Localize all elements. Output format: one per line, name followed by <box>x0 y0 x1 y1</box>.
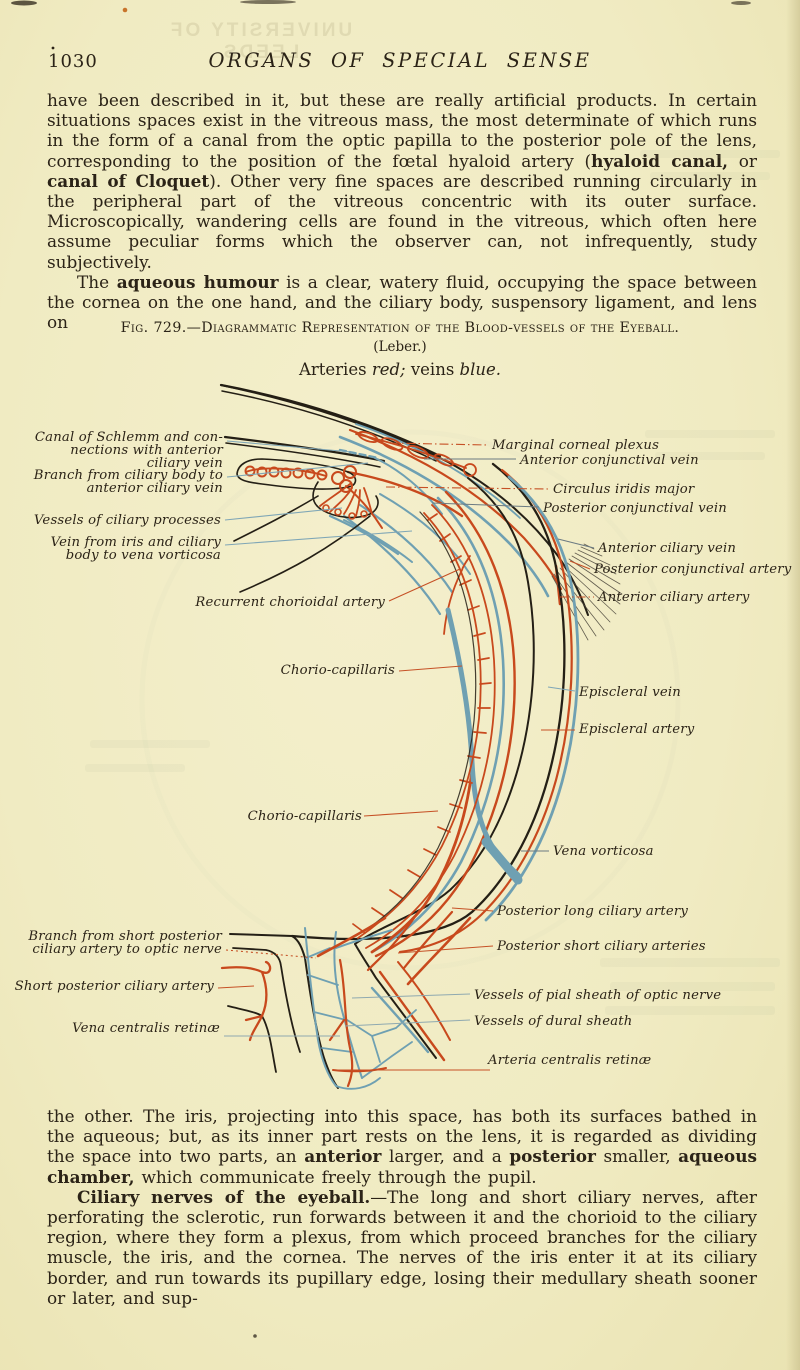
label-vessels-dural-sheath: Vessels of dural sheath <box>474 1014 632 1029</box>
eyeball-section-drawing <box>219 383 623 1090</box>
label-vein-from-iris: body to vena vorticosa <box>66 548 221 563</box>
label-episcleral-artery: Episcleral artery <box>578 722 695 737</box>
label-posterior-short-ciliary-arteries: Posterior short ciliary arteries <box>496 939 706 954</box>
label-vessels-pial-sheath: Vessels of pial sheath of optic nerve <box>474 988 721 1003</box>
label-posterior-conjunctival-vein: Posterior conjunctival vein <box>542 501 727 516</box>
label-canal-of-schlemm: ciliary vein <box>147 456 223 471</box>
paper-speck <box>51 46 55 50</box>
label-chorio-capillaris-1: Chorio-capillaris <box>281 663 395 678</box>
running-title: ORGANS OF SPECIAL SENSE <box>208 49 592 72</box>
paragraph-ciliary-nerves: Ciliary nerves of the eyeball.—The long … <box>47 1186 758 1308</box>
paragraph-iris-chambers: the other. The iris, projecting into thi… <box>47 1106 757 1187</box>
paragraph-vitreous: have been described in it, but these are… <box>47 90 757 272</box>
figure-caption: Fig. 729.—Diagrammatic Representation of… <box>120 320 680 336</box>
label-anterior-ciliary-artery: Anterior ciliary artery <box>597 590 750 605</box>
ora-serrata-curves <box>233 495 371 593</box>
label-short-posterior-ciliary-artery: Short posterior ciliary artery <box>15 979 215 994</box>
label-canal-of-schlemm: nections with anterior <box>70 443 223 458</box>
marginal-corneal-plexus <box>355 431 477 477</box>
body-text-top: have been described in it, but these are… <box>47 90 757 332</box>
figure-legend: Arteries red; veins blue. <box>298 360 502 379</box>
label-canal-of-schlemm: Canal of Schlemm and con- <box>35 430 223 445</box>
chorioid-inner-boundary <box>355 511 477 937</box>
paper-speck <box>731 1 751 5</box>
episcleral-vessels <box>398 468 580 954</box>
label-branch-ciliary-body: Branch from ciliary body to <box>33 468 223 483</box>
label-vein-from-iris: Vein from iris and ciliary <box>51 535 222 550</box>
label-vena-centralis-retinae: Vena centralis retinæ <box>72 1021 220 1036</box>
label-marginal-corneal-plexus: Marginal corneal plexus <box>491 438 659 453</box>
label-posterior-conjunctival-artery: Posterior conjunctival artery <box>593 562 792 577</box>
optic-nerve <box>220 910 472 1090</box>
page-bleedthrough-ghosts <box>11 0 780 1338</box>
paper-speck <box>253 1334 257 1338</box>
label-arteria-centralis-retinae: Arteria centralis retinæ <box>487 1053 651 1068</box>
label-circulus-iridis-major: Circulus iridis major <box>553 482 695 497</box>
body-text-bottom: the other. The iris, projecting into thi… <box>47 1106 757 1308</box>
label-chorio-capillaris-2: Chorio-capillaris <box>248 809 362 824</box>
page-edge-shading <box>786 0 800 1370</box>
paper-speck <box>122 7 128 13</box>
ciliary-processes <box>312 481 413 563</box>
iris <box>236 458 357 493</box>
figure-labels: Canal of Schlemm and con- nections with … <box>15 430 792 1068</box>
label-episcleral-vein: Episcleral vein <box>578 685 681 700</box>
chorioid-vessel-layers <box>342 470 516 958</box>
label-branch-short-posterior: Branch from short posterior <box>27 929 222 944</box>
label-anterior-ciliary-vein: Anterior ciliary vein <box>597 541 736 556</box>
page-number: 1030 <box>48 51 98 72</box>
label-anterior-conjunctival-vein: Anterior conjunctival vein <box>519 453 699 468</box>
label-recurrent-chorioidal-artery: Recurrent chorioidal artery <box>194 595 385 610</box>
label-branch-short-posterior: ciliary artery to optic nerve <box>32 942 222 957</box>
figure-credit: (Leber.) <box>373 339 427 355</box>
label-leader-lines <box>217 440 595 1071</box>
label-branch-ciliary-body: anterior ciliary vein <box>87 481 223 496</box>
label-vena-vorticosa: Vena vorticosa <box>553 844 654 859</box>
paragraph-aqueous-humour: The aqueous humour is a clear, watery fl… <box>47 271 758 333</box>
label-posterior-long-ciliary-artery: Posterior long ciliary artery <box>496 904 688 919</box>
paper-speck <box>11 0 37 6</box>
label-vessels-ciliary-processes: Vessels of ciliary processes <box>34 513 221 528</box>
vena-vorticosa-trunk <box>445 607 523 885</box>
paper-speck <box>240 0 296 4</box>
